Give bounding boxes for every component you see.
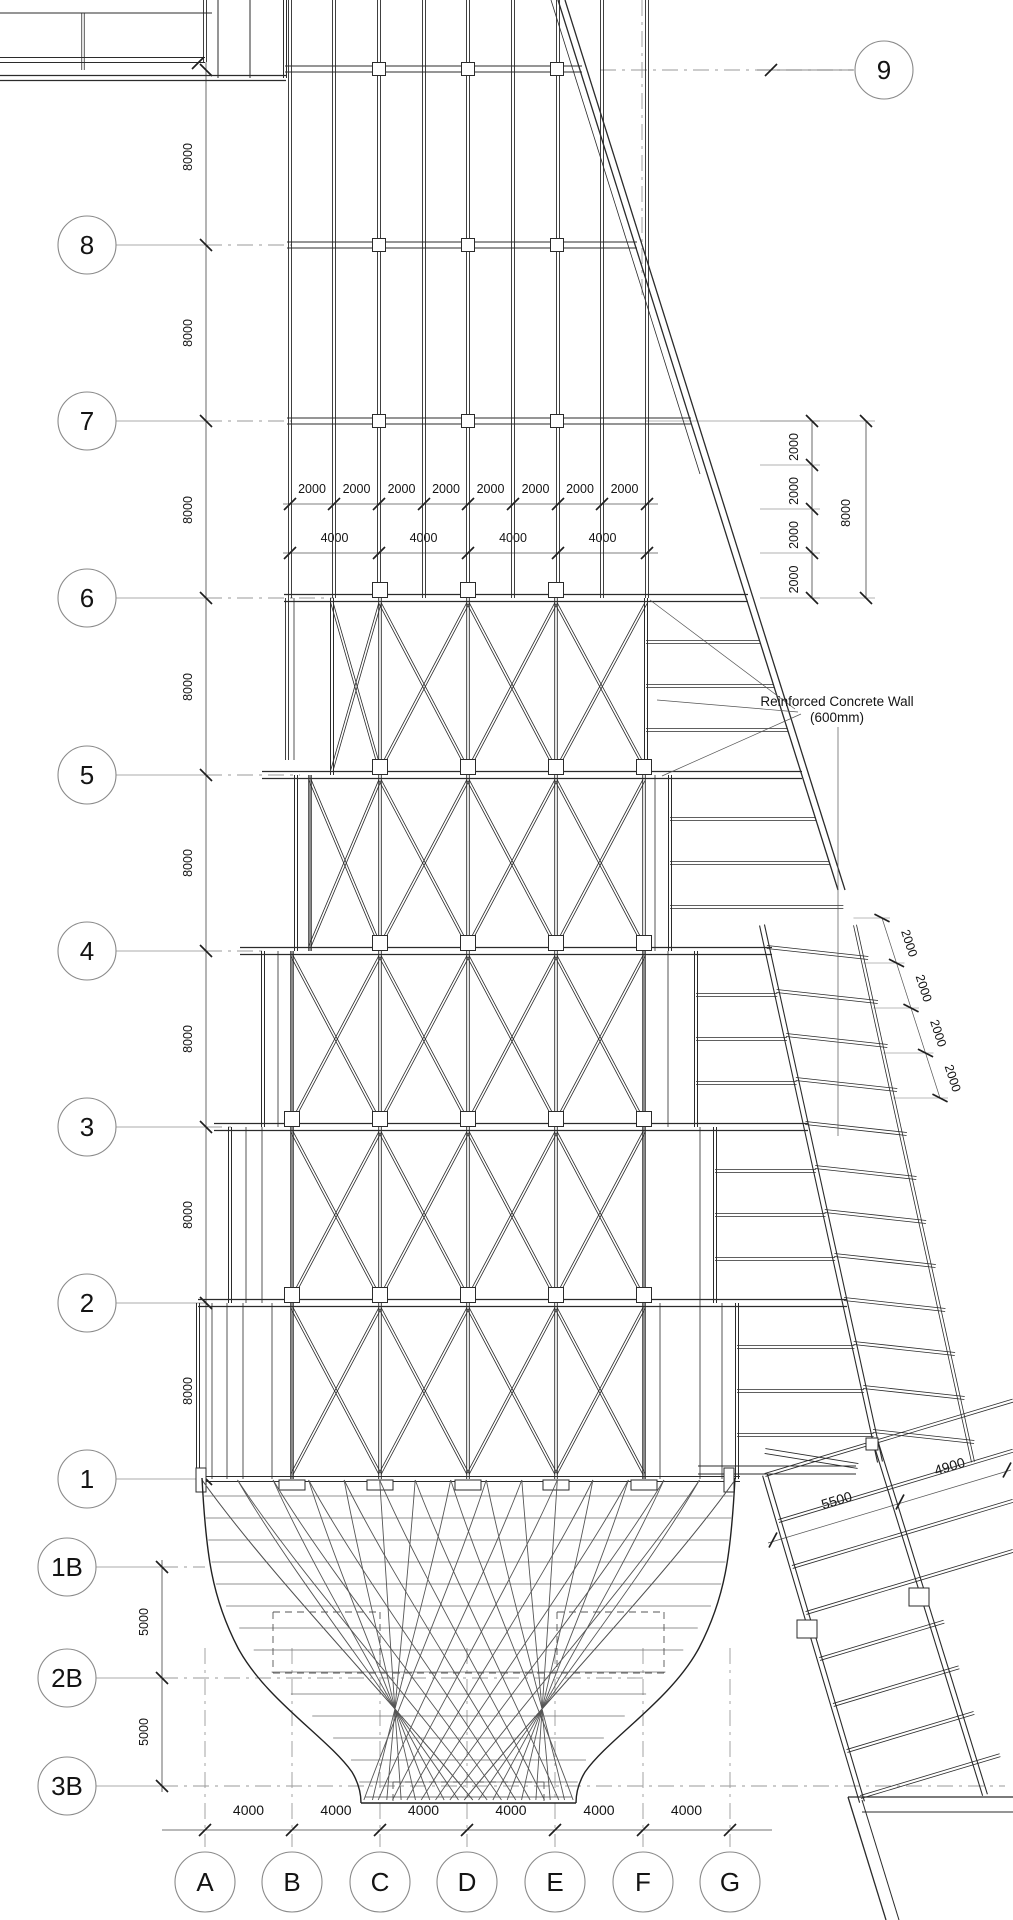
dim-label: 2000: [432, 482, 460, 496]
grid-bubble: [57, 215, 117, 275]
top-left-structure: [0, 0, 287, 82]
grid-bubble-label: 3B: [51, 1771, 83, 1801]
grid-bubble: [699, 1851, 761, 1913]
dim-label: 8000: [181, 1201, 195, 1229]
dim-label: 2000: [343, 482, 371, 496]
dim-label: 5000: [137, 1718, 151, 1746]
dim-label: 2000: [566, 482, 594, 496]
grid-bubble-label: C: [371, 1867, 390, 1897]
dim-label: 4000: [499, 531, 527, 545]
grid-bubble-label: 2B: [51, 1663, 83, 1693]
grid-bubble-label: 9: [877, 55, 891, 85]
grid-bubble-label: G: [720, 1867, 740, 1897]
ground-wall: [847, 1796, 1013, 1920]
dimension-left: 8000 8000 8000 8000 8000 8000 8000 8000 5000 5000: [137, 62, 213, 1793]
grid-bubble-label: 3: [80, 1112, 94, 1142]
dim-label: 8000: [181, 1377, 195, 1405]
grid-bubble: [349, 1851, 411, 1913]
dim-label: 4000: [495, 1802, 526, 1818]
grid-bubble: [524, 1851, 586, 1913]
grid-bubble: [612, 1851, 674, 1913]
sloped-wall: [550, 0, 846, 891]
dim-label: 4000: [583, 1802, 614, 1818]
dim-label: 2000: [787, 433, 801, 461]
grid-bubble: [37, 1756, 97, 1816]
grid-bubble-label: 8: [80, 230, 94, 260]
grid-bubble-label: 2: [80, 1288, 94, 1318]
dim-label: 4000: [671, 1802, 702, 1818]
dim-label: 4000: [320, 1802, 351, 1818]
floor-beams-2000: [646, 640, 874, 1437]
dimension-bottom: 4000 4000 4000 4000 4000 4000: [162, 1802, 772, 1837]
dim-label: 4000: [410, 531, 438, 545]
grid-bubble-label: 1: [80, 1464, 94, 1494]
dim-label: 2000: [611, 482, 639, 496]
dim-label: 2000: [927, 1018, 949, 1049]
grid-bubble-label: 4: [80, 936, 94, 966]
grid-bubble: [174, 1851, 236, 1913]
dim-label: 4000: [233, 1802, 264, 1818]
grid-bubble: [436, 1851, 498, 1913]
grid-bubble-label: 6: [80, 583, 94, 613]
grid-bubble-label: F: [635, 1867, 651, 1897]
dim-label: 5000: [137, 1608, 151, 1636]
grid-bubble: [57, 1273, 117, 1333]
grid-bubble: [57, 391, 117, 451]
wall-note-line2: (600mm): [810, 710, 864, 725]
dimension-top: 2000 2000 2000 2000 2000 2000 2000 2000 4000 4000…: [283, 482, 658, 560]
grid-bubble-label: 5: [80, 760, 94, 790]
stair-structure: [759, 924, 975, 1463]
hidden-lines: [272, 1611, 665, 1802]
grid-bubble-label: A: [196, 1867, 214, 1897]
dim-label: 2000: [913, 973, 935, 1004]
grid-lines: [96, 0, 1005, 1847]
grid-bubble: [854, 40, 914, 100]
grid-bubble: [57, 921, 117, 981]
grid-bubble: [57, 745, 117, 805]
note-leaders: [649, 599, 839, 1136]
dimension-right: 2000 2000 2000 2000 8000: [645, 414, 875, 605]
grid-bubble: [37, 1537, 97, 1597]
dim-label: 8000: [181, 496, 195, 524]
wall-note-line1: Reinforced Concrete Wall: [760, 694, 913, 709]
dim-label: 8000: [181, 319, 195, 347]
diagrid-base: [201, 1477, 736, 1804]
dim-label: 2000: [942, 1063, 964, 1094]
dim-label: 8000: [181, 1025, 195, 1053]
dim-label: 2000: [898, 928, 920, 959]
grid-bubbles: 9 8 7 6 5 4 3 2 1 1B 2B 3B A B C D E F G: [37, 40, 914, 1913]
grid-bubble-label: D: [458, 1867, 477, 1897]
dim-label: 2000: [787, 477, 801, 505]
dim-label: 2000: [787, 566, 801, 594]
grid-bubble: [57, 1097, 117, 1157]
grid-bubble: [57, 1449, 117, 1509]
dim-label: 8000: [181, 143, 195, 171]
dim-label: 4000: [321, 531, 349, 545]
grid-bubble: [37, 1648, 97, 1708]
dim-label: 8000: [839, 499, 853, 527]
tower-structure: [195, 0, 847, 1493]
ramp-structure: [698, 1398, 1013, 1803]
grid-bubble-label: E: [546, 1867, 563, 1897]
dim-label: 2000: [522, 482, 550, 496]
dim-label: 4000: [408, 1802, 439, 1818]
dim-label: 8000: [181, 673, 195, 701]
dim-label: 4000: [589, 531, 617, 545]
grid-bubble-label: 1B: [51, 1552, 83, 1582]
dim-label: 2000: [787, 521, 801, 549]
grid-bubble-label: B: [283, 1867, 300, 1897]
grid-bubble-label: 7: [80, 406, 94, 436]
grid-bubble: [57, 568, 117, 628]
dimension-diagonal: 2000 2000 2000 2000: [853, 913, 964, 1103]
dim-label: 2000: [388, 482, 416, 496]
dim-label: 8000: [181, 849, 195, 877]
dim-label: 2000: [298, 482, 326, 496]
dim-label: 2000: [477, 482, 505, 496]
grid-bubble: [261, 1851, 323, 1913]
